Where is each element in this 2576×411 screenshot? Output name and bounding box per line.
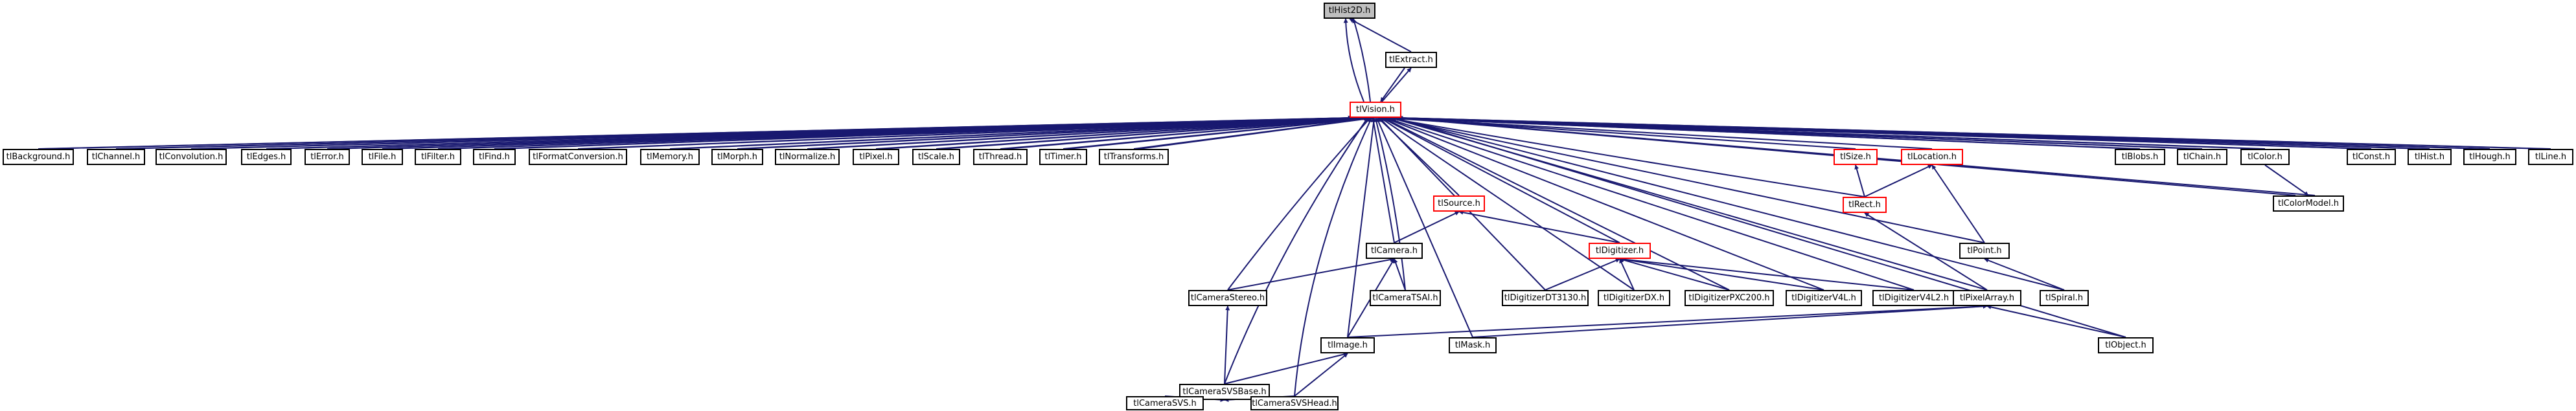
edge-timer-to-vision [1068, 116, 1374, 150]
edge-object-to-pixelarray [1986, 304, 2126, 338]
edge-rect-to-vision [1386, 116, 1865, 197]
node-tlfind[interactable]: tlFind.h [473, 149, 516, 165]
edge-v4l2-to-vision [1385, 117, 1915, 291]
edge-vision-to-hist2d [1343, 18, 1364, 102]
node-tlscale[interactable]: tlScale.h [912, 149, 960, 165]
node-tlextract[interactable]: tlExtract.h [1385, 52, 1437, 68]
edge-digitizer-to-vision [1381, 117, 1620, 243]
node-tlpixel[interactable]: tlPixel.h [853, 149, 899, 165]
node-tlhist[interactable]: tlHist.h [2408, 149, 2452, 165]
edge-camerastereo-to-camera [1227, 257, 1395, 291]
edge-vision-to-hist2d [1352, 18, 1371, 102]
edge-v4l-to-digitizer [1619, 257, 1824, 291]
edge-rect-to-location [1864, 164, 1933, 197]
node-tlcamera[interactable]: tlCamera.h [1366, 243, 1423, 259]
edge-camera-to-source [1394, 211, 1460, 243]
edge-svshead-to-vision [1294, 117, 1372, 397]
node-tldigitizerdx[interactable]: tlDigitizerDX.h [1598, 290, 1670, 306]
node-tlcolormodel[interactable]: tlColorModel.h [2273, 195, 2344, 212]
edge-digitizer-to-source [1458, 210, 1620, 243]
node-tllocation[interactable]: tlLocation.h [1901, 149, 1963, 165]
node-tlpoint[interactable]: tlPoint.h [1959, 243, 2010, 259]
node-tlchannel[interactable]: tlChannel.h [87, 149, 145, 165]
node-tlmemory[interactable]: tlMemory.h [640, 149, 700, 165]
edge-spiral-to-vision [1392, 117, 2065, 291]
node-tlbackground[interactable]: tlBackground.h [3, 149, 74, 165]
edge-svsbase-to-image [1224, 352, 1348, 384]
node-tlvision[interactable]: tlVision.h [1350, 102, 1401, 118]
node-tlcamerastereo[interactable]: tlCameraStereo.h [1188, 290, 1267, 306]
node-tlcolor[interactable]: tlColor.h [2240, 149, 2290, 165]
node-tlspiral[interactable]: tlSpiral.h [2040, 290, 2089, 306]
node-tlmask[interactable]: tlMask.h [1449, 337, 1497, 353]
node-tlnormalize[interactable]: tlNormalize.h [775, 149, 840, 165]
edge-image-to-pixelarray [1347, 304, 1988, 338]
edge-point-to-vision [1388, 116, 1985, 243]
edge-rect-to-size [1854, 164, 1865, 197]
node-tlfile[interactable]: tlFile.h [362, 149, 403, 165]
edge-source-to-vision [1377, 117, 1460, 196]
node-tlcamerasvshead[interactable]: tlCameraSVSHead.h [1250, 396, 1339, 410]
node-tldigitizerpxc200[interactable]: tlDigitizerPXC200.h [1685, 290, 1774, 306]
edge-image-to-vision [1347, 117, 1376, 338]
node-tlmorph[interactable]: tlMorph.h [711, 149, 763, 165]
edge-color-to-colormodel [2264, 164, 2309, 196]
node-tlcameratsai[interactable]: tlCameraTSAI.h [1370, 290, 1441, 306]
edge-dx-to-vision [1380, 117, 1635, 291]
node-tltransforms[interactable]: tlTransforms.h [1099, 149, 1169, 165]
node-tlhist2d[interactable]: tlHist2D.h [1324, 3, 1375, 19]
node-tlfilter[interactable]: tlFilter.h [415, 149, 461, 165]
node-tldigitizerv4l2[interactable]: tlDigitizerV4L2.h [1872, 290, 1955, 306]
node-tledges[interactable]: tlEdges.h [241, 149, 292, 165]
edge-v4l2-to-digitizer [1619, 257, 1915, 291]
node-tlchain[interactable]: tlChain.h [2177, 149, 2227, 165]
edge-scale-to-vision [941, 115, 1371, 150]
node-tlthread[interactable]: tlThread.h [973, 149, 1028, 165]
edge-extract-to-hist2d [1349, 18, 1412, 52]
edge-dt3130-to-digitizer [1545, 258, 1620, 291]
edge-thread-to-vision [1005, 116, 1372, 150]
edge-point-to-location [1931, 164, 1985, 243]
edge-transforms-to-vision [1138, 116, 1375, 150]
node-tlrect[interactable]: tlRect.h [1843, 197, 1887, 213]
node-tldigitizerv4l[interactable]: tlDigitizerV4L.h [1786, 290, 1862, 306]
edge-camera-to-vision [1371, 117, 1395, 243]
node-tlline[interactable]: tlLine.h [2528, 149, 2573, 165]
edge-camerastereo-to-vision [1227, 117, 1371, 291]
edge-v4l-to-vision [1384, 117, 1824, 291]
edge-pixelarray-to-rect [1864, 212, 1988, 291]
edge-mask-to-pixelarray [1472, 304, 1988, 338]
edge-svsbase-to-vision [1224, 117, 1368, 384]
edge-extract-to-vision [1380, 67, 1405, 102]
edge-svshead-to-image [1294, 353, 1348, 397]
edge-cameratsai-to-camera [1393, 258, 1406, 291]
edge-svsbase-to-camerastereo [1224, 305, 1230, 384]
edge-pixelarray-to-vision [1390, 117, 1988, 291]
node-tlpixelarray[interactable]: tlPixelArray.h [1953, 290, 2021, 306]
edge-cameratsai-to-vision [1374, 117, 1406, 291]
node-tlformatconversion[interactable]: tlFormatConversion.h [529, 149, 627, 165]
node-tlimage[interactable]: tlImage.h [1320, 337, 1375, 353]
edge-spiral-to-point [1984, 258, 2065, 291]
node-tlblobs[interactable]: tlBlobs.h [2115, 149, 2165, 165]
edge-line-to-vision [1397, 115, 2546, 150]
node-tlerror[interactable]: tlError.h [305, 149, 350, 165]
node-tlconvolution[interactable]: tlConvolution.h [155, 149, 227, 165]
node-tlconst[interactable]: tlConst.h [2347, 149, 2396, 165]
node-tldigitizer[interactable]: tlDigitizer.h [1589, 243, 1651, 259]
node-tltimer[interactable]: tlTimer.h [1039, 149, 1087, 165]
node-tlsize[interactable]: tlSize.h [1834, 149, 1878, 165]
node-tldigitizerdt3130[interactable]: tlDigitizerDT3130.h [1502, 290, 1589, 306]
edge-location-to-vision [1385, 115, 1933, 150]
node-tlobject[interactable]: tlObject.h [2098, 337, 2154, 353]
node-tlhough[interactable]: tlHough.h [2463, 149, 2516, 165]
edge-pxc200-to-digitizer [1619, 258, 1730, 291]
edge-size-to-vision [1384, 115, 1856, 150]
node-tlcamerasvs[interactable]: tlCameraSVS.h [1126, 396, 1204, 410]
node-tlsource[interactable]: tlSource.h [1433, 195, 1485, 212]
